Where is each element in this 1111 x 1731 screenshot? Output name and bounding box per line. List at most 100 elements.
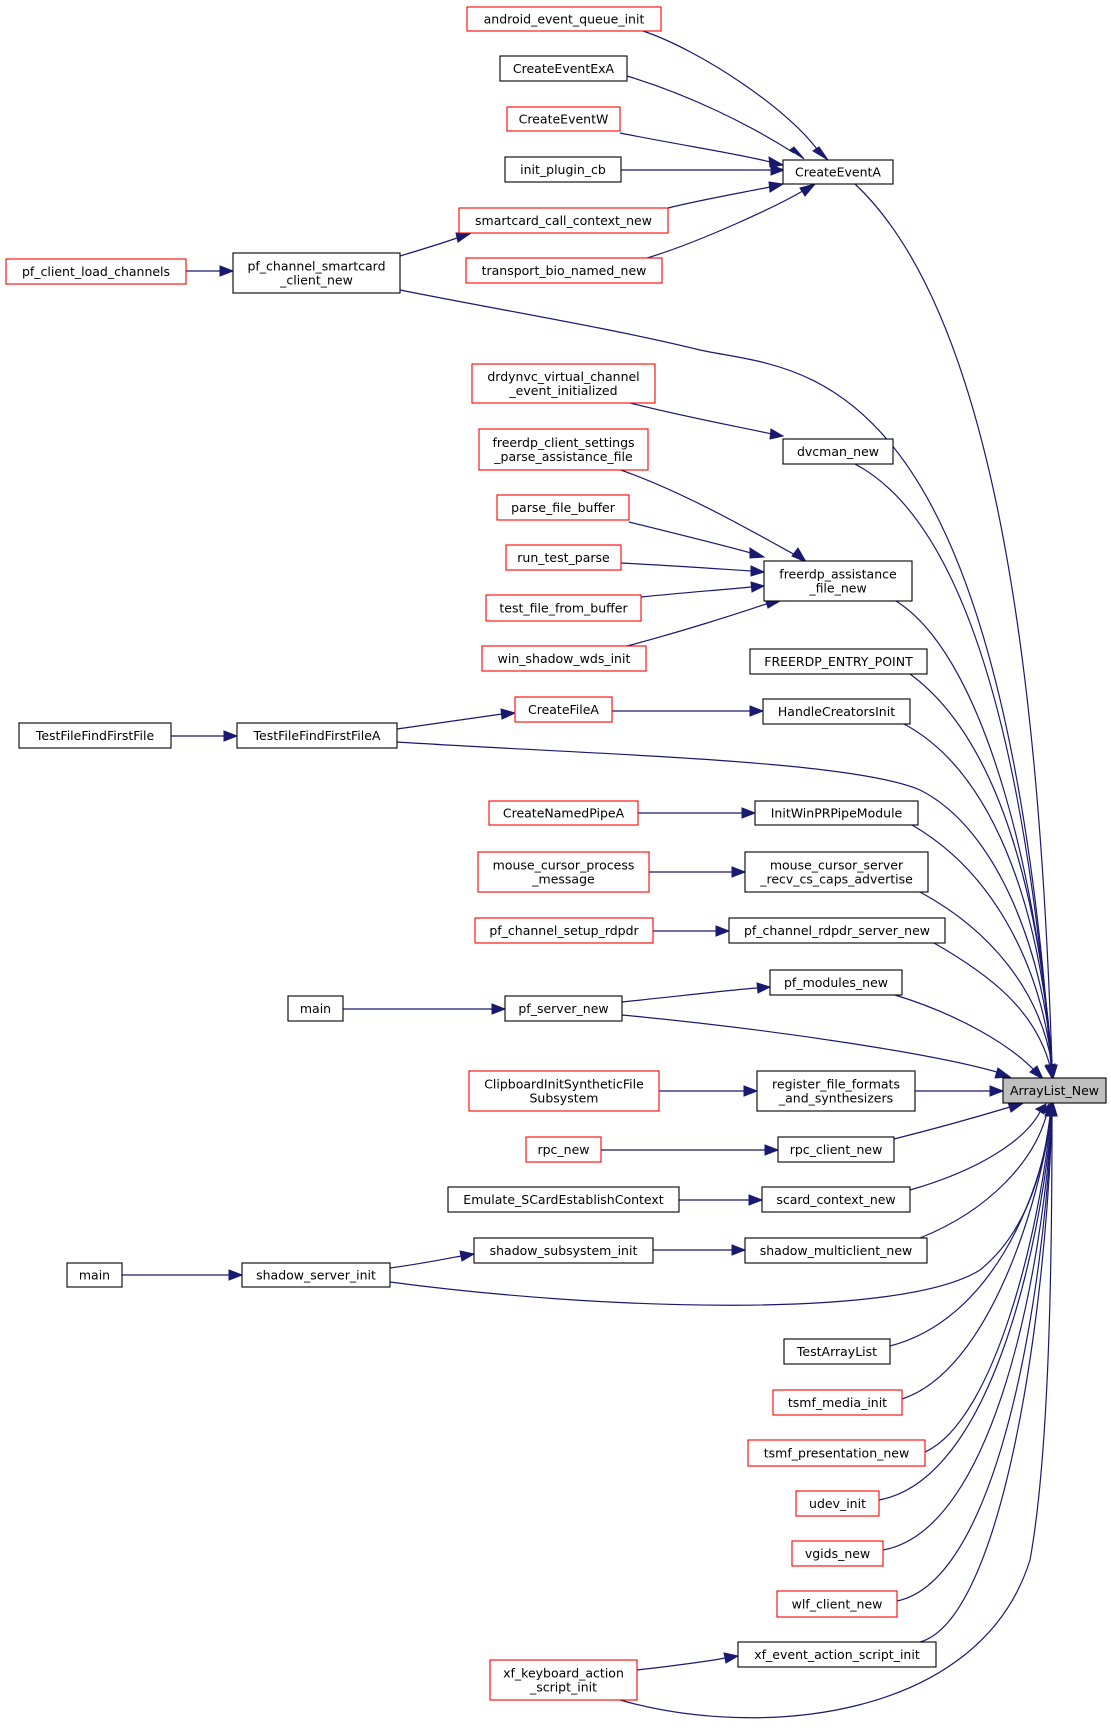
edge-n41-to-n38 [389,1250,476,1269]
function-node[interactable]: CreateFileA [514,696,613,723]
function-node[interactable]: drdynvc_virtual_channel_event_initialize… [471,363,656,404]
function-node[interactable]: TestFileFindFirstFileA [236,722,398,749]
function-node[interactable]: CreateNamedPipeA [488,800,639,826]
function-node[interactable]: HandleCreatorsInit [762,698,911,725]
function-node[interactable]: rpc_client_new [777,1136,895,1163]
function-node[interactable]: init_plugin_cb [504,156,622,183]
function-node[interactable]: freerdp_assistance_file_new [763,560,913,602]
function-node[interactable]: scard_context_new [761,1186,911,1213]
edge-arrowhead [989,1085,1005,1097]
node-label: dvcman_new [797,444,879,459]
function-node[interactable]: main [66,1262,123,1288]
node-label: parse_file_buffer [511,500,616,515]
function-node[interactable]: InitWinPRPipeModule [754,800,919,826]
node-label: _client_new [279,273,353,288]
function-node[interactable]: xf_event_action_script_init [737,1641,937,1668]
node-box [468,1070,660,1112]
edge-n23-to-n33 [911,824,1058,1080]
function-node[interactable]: rpc_new [525,1136,602,1163]
edge-n3-to-n6 [621,164,786,176]
function-node[interactable]: vgids_new [791,1540,884,1567]
function-node[interactable]: pf_server_new [504,995,623,1022]
function-node[interactable]: FREERDP_ENTRY_POINT [749,648,928,675]
node-box [737,1641,937,1668]
function-node[interactable]: Emulate_SCardEstablishContext [447,1186,680,1213]
function-node[interactable]: pf_channel_setup_rdpdr [474,917,654,944]
edge-n26-to-n27 [653,925,731,937]
function-node[interactable]: parse_file_buffer [496,494,630,521]
edge-n32-to-n33 [915,1085,1005,1097]
node-box [447,1186,680,1213]
edge-arrowhead [748,1194,764,1206]
function-node[interactable]: dvcman_new [782,438,894,465]
function-node[interactable]: xf_keyboard_action_script_init [489,1659,638,1701]
edge-line [626,602,770,647]
edge-arrowhead [715,925,731,937]
edge-n4-to-n6 [667,181,785,209]
node-label: TestFileFindFirstFileA [253,728,381,743]
function-node[interactable]: android_event_queue_init [466,6,662,32]
function-node[interactable]: register_file_formats_and_synthesizers [756,1070,916,1112]
function-node[interactable]: mouse_cursor_process_message [477,851,650,893]
edge-n27-to-n33 [933,942,1056,1080]
edge-n0-to-n6 [642,30,829,161]
function-node[interactable]: pf_channel_smartcard_client_new [232,252,401,294]
node-label: CreateFileA [528,702,599,717]
function-node[interactable]: wlf_client_new [776,1590,898,1618]
function-node[interactable]: shadow_subsystem_init [473,1237,654,1264]
function-node[interactable]: pf_modules_new [769,969,903,996]
node-label: Emulate_SCardEstablishContext [463,1192,664,1207]
edge-arrowhead [731,1244,747,1256]
function-node[interactable]: smartcard_call_context_new [458,207,669,234]
edge-line [896,1115,1053,1602]
function-node[interactable]: win_shadow_wds_init [481,645,647,672]
edge-line [620,562,752,572]
function-node[interactable]: CreateEventExA [499,55,628,82]
target-function-node[interactable]: ArrayList_New [1002,1077,1107,1104]
edge-line [919,1112,1048,1239]
function-node[interactable]: pf_channel_rdpdr_server_new [728,917,946,944]
function-node[interactable]: run_test_parse [505,544,622,571]
edge-line [924,1115,1052,1453]
node-box [525,1136,602,1163]
function-node[interactable]: pf_client_load_channels [5,258,187,285]
edge-n49-to-n33 [619,1101,1058,1719]
node-label: main [79,1268,110,1283]
function-node[interactable]: freerdp_client_settings_parse_assistance… [478,428,649,471]
node-label: register_file_formats [772,1077,900,1092]
node-label: udev_init [809,1496,866,1511]
node-label: run_test_parse [517,550,610,565]
function-node[interactable]: shadow_server_init [241,1262,391,1288]
function-node[interactable]: mouse_cursor_server_recv_cs_caps_adverti… [744,851,929,893]
node-label: TestArrayList [796,1344,877,1359]
function-node[interactable]: CreateEventA [782,159,894,185]
function-node[interactable]: shadow_multiclient_new [744,1237,928,1264]
function-node[interactable]: test_file_from_buffer [485,594,642,622]
function-node[interactable]: tsmf_presentation_new [747,1439,926,1467]
edge-arrowhead [764,1144,780,1156]
node-box [762,698,911,725]
node-label: HandleCreatorsInit [778,704,895,719]
edge-arrowhead [749,547,766,559]
function-node[interactable]: udev_init [795,1490,880,1517]
node-box [485,594,642,622]
edge-line [621,987,758,1003]
edge-n13-to-n16 [620,562,766,577]
node-label: wlf_client_new [792,1597,883,1612]
edge-arrowhead [723,1652,740,1664]
function-node[interactable]: transport_bio_named_new [465,257,663,284]
node-label: drdynvc_virtual_channel [487,369,639,384]
function-node[interactable]: TestArrayList [783,1338,891,1365]
edge-n49-to-n48 [636,1652,740,1671]
edge-arrowhead [491,1003,507,1015]
function-node[interactable]: TestFileFindFirstFile [18,722,172,749]
function-node[interactable]: CreateEventW [506,106,621,132]
node-label: CreateEventW [519,112,609,127]
edge-n42-to-n33 [889,1101,1057,1347]
function-node[interactable]: main [287,995,344,1022]
edge-line [629,402,773,435]
node-box [744,1237,928,1264]
function-node[interactable]: tsmf_media_init [772,1389,903,1416]
edge-n11-to-n16 [614,467,808,564]
